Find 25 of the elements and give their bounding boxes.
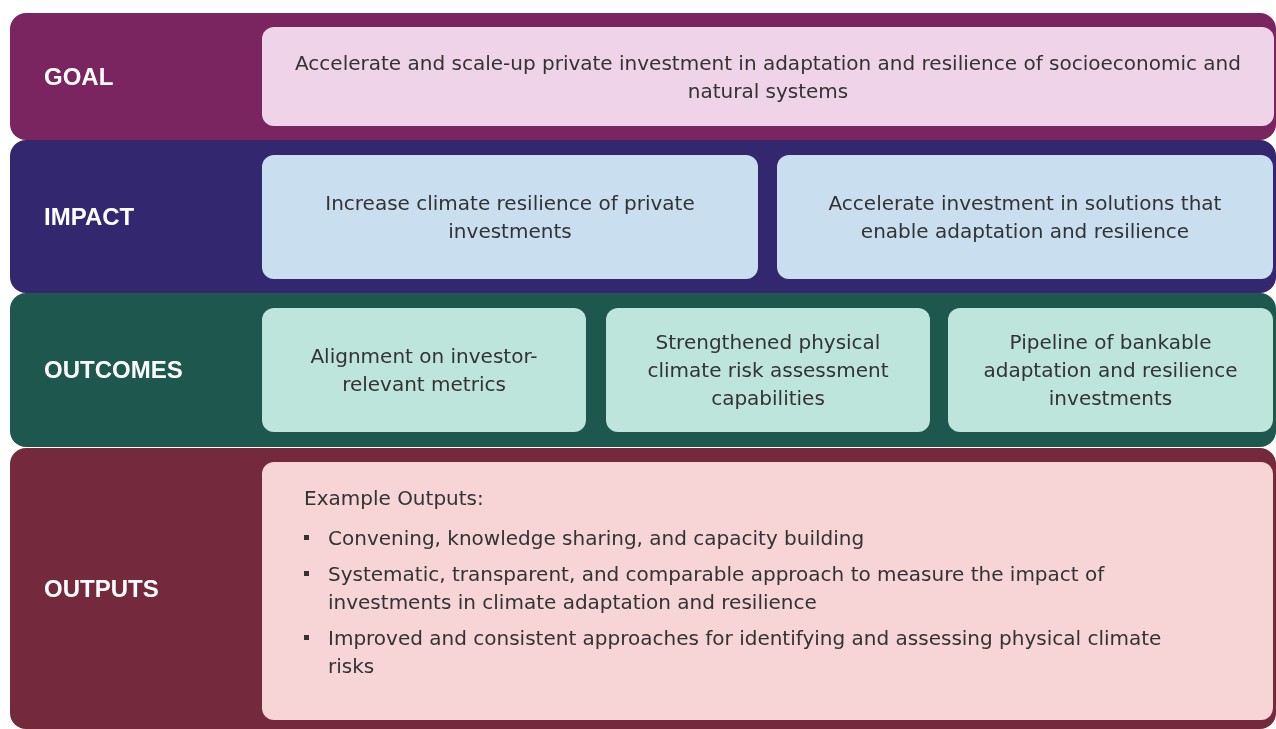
- statement-card: [948, 308, 1273, 432]
- statement-card: [262, 308, 586, 432]
- statement-card: [262, 27, 1274, 126]
- card-text: Accelerate and scale-up private investment in adaptation and resilience of socioeconomic and natural systems: [294, 49, 1242, 105]
- bullet-item: Systematic, transparent, and comparable approach to measure the impact of investments in climate adaptation and resilience: [304, 560, 1193, 616]
- card-text: Accelerate investment in solutions that enable adaptation and resilience: [827, 190, 1223, 245]
- layer-band: [10, 13, 1276, 140]
- list-heading: Example Outputs:: [304, 485, 484, 512]
- bullet-item: Improved and consistent approaches for identifying and assessing physical climate risks: [304, 624, 1193, 680]
- layer-heading: OUTCOMES: [44, 356, 183, 384]
- statement-card: [262, 155, 758, 279]
- layer-heading: IMPACT: [44, 202, 135, 231]
- card-text: Increase climate resilience of private investments: [324, 190, 696, 245]
- statement-card: [606, 308, 930, 432]
- layer-heading: GOAL: [44, 62, 114, 91]
- card-text: Pipeline of bankable adaptation and resilience investments: [982, 329, 1239, 412]
- layer-heading: OUTPUTS: [44, 574, 159, 603]
- statement-card: [777, 155, 1273, 279]
- card-text: Strengthened physical climate risk assessment capabilities: [646, 329, 890, 412]
- layer-band: [10, 140, 1276, 293]
- card-text: Alignment on investor-relevant metrics: [309, 343, 539, 398]
- bullet-item: Convening, knowledge sharing, and capacity building: [304, 524, 865, 552]
- layer-band: [10, 448, 1276, 729]
- outputs-card: [262, 462, 1273, 720]
- layer-band: [10, 293, 1276, 447]
